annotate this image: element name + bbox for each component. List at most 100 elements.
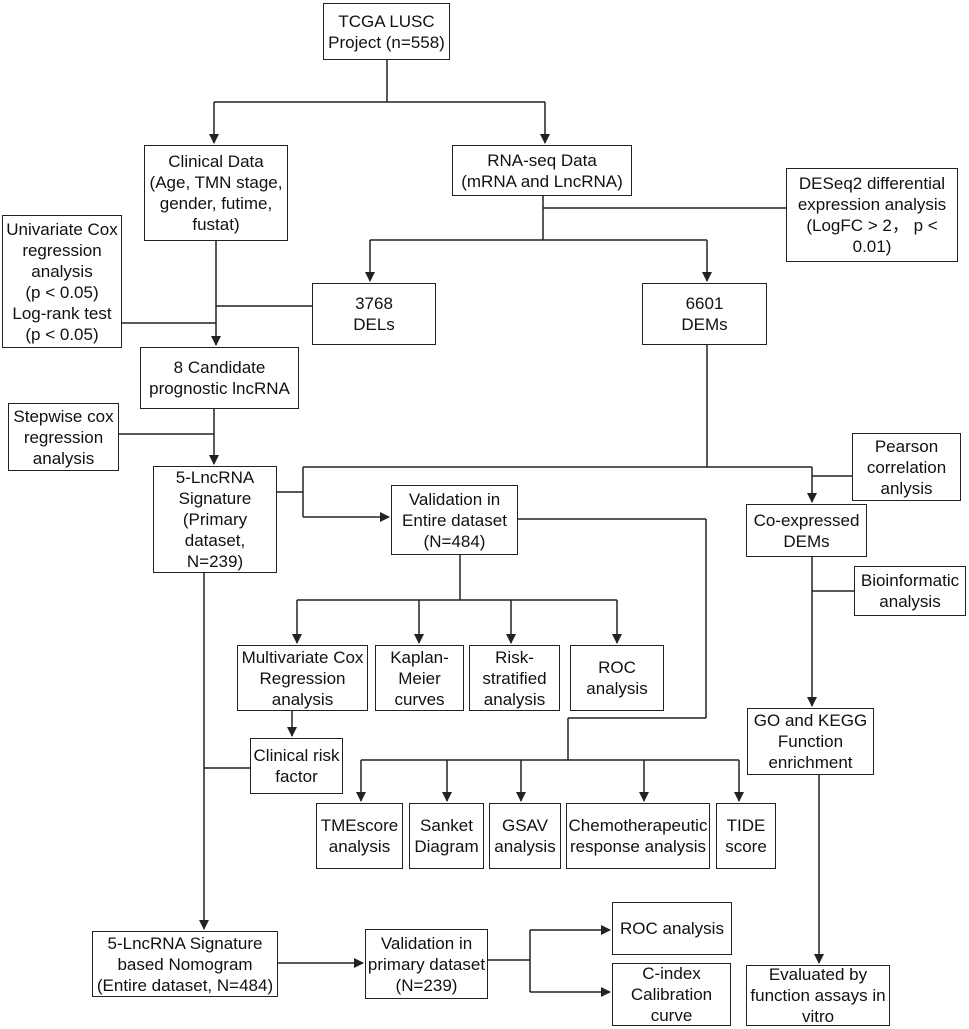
gsav-analysis-box: GSAV analysis [489, 803, 561, 869]
coexpressed-dems-box: Co-expressed DEMs [746, 504, 867, 557]
box-line: regression [22, 240, 102, 260]
box-line: DELs [353, 315, 395, 334]
box-line: GO and KEGG [753, 711, 868, 730]
tide-score-box: TIDE score [716, 803, 776, 869]
box-line: Project (n=558) [328, 32, 445, 52]
sanket-diagram-box: Sanket Diagram [409, 803, 484, 869]
box-line: DEMs [681, 315, 728, 334]
box-line: curve [650, 1006, 693, 1025]
evaluated-function-assays-box: Evaluated by function assays in vitro [746, 965, 890, 1026]
box-line: curves [394, 689, 445, 709]
box-line: Risk- [495, 647, 534, 667]
box-line: (p < 0.05) [25, 324, 99, 344]
box-line: C-index [642, 964, 701, 983]
box-line: response analysis [569, 837, 707, 856]
box-line: prognostic lncRNA [149, 379, 290, 398]
box-line: Entire dataset [402, 510, 507, 530]
box-line: Log-rank test [12, 303, 112, 323]
box-line: 5-LncRNA [175, 468, 255, 487]
box-line: analysis [483, 689, 546, 709]
box-line: Sanket [420, 816, 473, 835]
box-line: Co-expressed [753, 510, 860, 530]
box-line: based Nomogram [117, 954, 253, 974]
box-line: primary dataset [367, 954, 486, 974]
validation-primary-box: Validation in primary dataset (N=239) [365, 929, 488, 999]
multivariate-cox-box: Multivariate Cox Regression analysis [237, 645, 368, 711]
box-line: analysis [328, 837, 391, 856]
box-line: (Age, TMN stage, [149, 173, 283, 192]
box-line: analysis [32, 448, 95, 468]
box-line: Pearson [874, 436, 939, 456]
box-line: 3768 [355, 294, 393, 313]
box-line: Validation in [408, 489, 501, 509]
box-line: (N=239) [395, 975, 458, 995]
box-line: regression [23, 427, 104, 447]
stepwise-cox-box: Stepwise cox regression analysis [8, 403, 119, 471]
box-line: TCGA LUSC [338, 11, 435, 31]
box-line: Calibration [630, 985, 713, 1004]
box-line: Signature [178, 489, 252, 508]
box-line: analysis [586, 679, 648, 698]
box-line: Multivariate Cox [241, 647, 364, 667]
candidate-lncrna-box: 8 Candidate prognostic lncRNA [140, 347, 299, 409]
box-line: anlysis [880, 478, 933, 498]
box-line: Chemotherapeutic [568, 816, 708, 835]
box-line: dataset, [184, 531, 246, 550]
deseq2-analysis-box: DESeq2 differential expression analysis … [786, 168, 958, 262]
box-line: (p < 0.05) [25, 282, 99, 302]
pearson-correlation-box: Pearson correlation anlysis [852, 433, 961, 501]
box-line: 5-LncRNA Signature [107, 933, 263, 953]
box-line: Clinical Data [168, 152, 264, 171]
box-line: DEMs [783, 531, 830, 551]
cindex-calibration-box: C-index Calibration curve [612, 963, 731, 1026]
box-line: vitro [801, 1007, 835, 1026]
box-line: 0.01) [852, 237, 892, 256]
box-line: function assays in [750, 986, 886, 1005]
box-line: (LogFC > 2， p < [806, 216, 938, 235]
box-line: analysis [31, 261, 93, 281]
clinical-data-box: Clinical Data (Age, TMN stage, gender, f… [144, 145, 288, 241]
box-line: TMEscore [320, 816, 399, 835]
box-line: analysis [494, 837, 556, 856]
box-line: TIDE [726, 816, 766, 835]
box-line: Validation in [380, 933, 473, 953]
roc-analysis-entire-box: ROC analysis [570, 645, 664, 711]
box-line: gender, futime, [159, 194, 273, 213]
box-line: analysis [271, 689, 334, 709]
box-line: factor [275, 767, 318, 786]
bioinformatic-analysis-box: Bioinformatic analysis [854, 566, 966, 616]
chemotherapeutic-response-box: Chemotherapeutic response analysis [566, 803, 710, 869]
box-line: enrichment [768, 753, 853, 772]
box-line: Kaplan- [390, 647, 449, 667]
box-line: Univariate Cox [6, 219, 118, 239]
box-line: correlation [866, 457, 947, 477]
box-line: ROC analysis [620, 919, 724, 938]
box-line: Regression [259, 668, 346, 688]
go-kegg-enrichment-box: GO and KEGG Function enrichment [747, 708, 874, 775]
box-line: expression analysis [797, 195, 947, 214]
lncrna-signature-box: 5-LncRNA Signature (Primary dataset, N=2… [153, 466, 277, 573]
box-line: (N=484) [423, 531, 486, 551]
tcga-lusc-project-box: TCGA LUSC Project (n=558) [323, 3, 450, 60]
box-line: (Primary [182, 510, 248, 529]
box-line: ROC [598, 658, 636, 677]
box-line: Clinical risk [253, 746, 340, 765]
box-line: Function [777, 732, 844, 751]
box-line: stratified [482, 668, 547, 688]
box-line: 8 Candidate [173, 358, 266, 377]
box-line: N=239) [186, 552, 244, 571]
kaplan-meier-box: Kaplan- Meier curves [375, 645, 464, 711]
tmescore-analysis-box: TMEscore analysis [316, 803, 403, 869]
box-line: (Entire dataset, N=484) [96, 975, 274, 995]
box-line: 6601 [685, 294, 724, 313]
risk-stratified-box: Risk- stratified analysis [469, 645, 560, 711]
validation-entire-box: Validation in Entire dataset (N=484) [391, 485, 518, 555]
roc-analysis-primary-box: ROC analysis [612, 902, 732, 955]
box-line: fustat) [192, 215, 240, 234]
box-line: Stepwise cox [13, 406, 114, 426]
clinical-risk-factor-box: Clinical risk factor [250, 738, 343, 794]
box-line: RNA-seq Data [487, 150, 597, 170]
dems-box: 6601 DEMs [642, 283, 767, 345]
